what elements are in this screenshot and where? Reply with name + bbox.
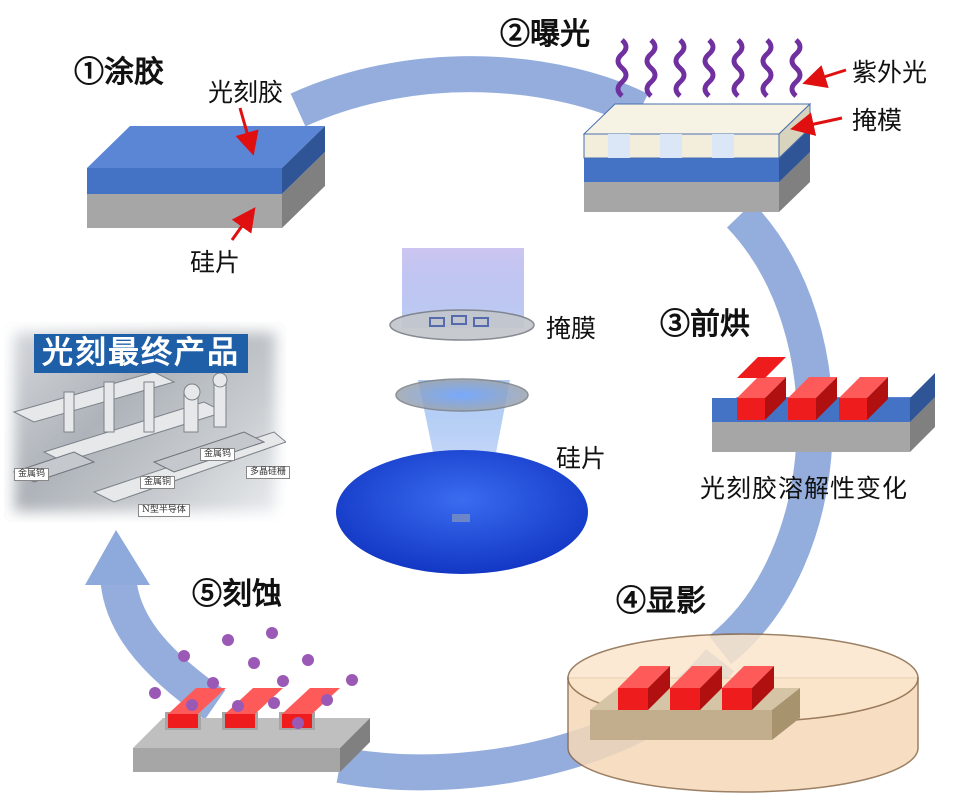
exposed-resist-bars — [737, 377, 888, 420]
wafer-label-center: 硅片 — [556, 444, 607, 473]
resist-change-label: 光刻胶溶解性变化 — [700, 474, 909, 503]
mask-label-center: 掩膜 — [546, 314, 597, 343]
tag-n-semiconductor: N型半导体 — [138, 504, 190, 517]
center-wafer-disc — [336, 450, 588, 574]
developer-dish — [567, 633, 919, 793]
optics-illustration — [336, 248, 588, 574]
step-bake-label: ③前烘 — [660, 307, 750, 342]
final-product-title: 光刻最终产品 — [34, 334, 248, 373]
cycle-arrowhead — [85, 530, 150, 585]
exposure-stack — [582, 102, 812, 212]
step-etch-label: ⑤刻蚀 — [192, 577, 282, 612]
mask-label-top: 掩模 — [852, 106, 903, 135]
etched-wafer — [133, 688, 370, 772]
coated-wafer-block — [87, 126, 325, 228]
tag-poly-gate: 多晶硅栅 — [246, 466, 291, 479]
wafer-label-top: 硅片 — [190, 248, 241, 277]
tag-copper: 金属铜 — [140, 476, 176, 489]
prebake-stack — [712, 357, 935, 452]
tag-tungsten-1: 金属钨 — [200, 448, 236, 461]
cycle-arc-left — [100, 573, 226, 720]
tag-tungsten-2: 金属钨 — [14, 468, 50, 481]
uv-light-waves — [615, 38, 803, 98]
wafer-pointer-top — [230, 207, 256, 241]
cycle-arc-top — [290, 56, 649, 127]
step-coat-label: ①涂胶 — [74, 55, 164, 90]
step-develop-label: ④显影 — [616, 584, 706, 619]
center-lens-disc — [395, 378, 529, 412]
photoresist-label: 光刻胶 — [208, 78, 284, 107]
uv-light-label: 紫外光 — [852, 58, 928, 87]
photoresist-pointer — [235, 107, 259, 156]
uv-pointer — [802, 65, 847, 89]
etch-particles — [149, 627, 358, 729]
step-expose-label: ②曝光 — [500, 17, 590, 52]
mask-pointer — [790, 112, 843, 136]
